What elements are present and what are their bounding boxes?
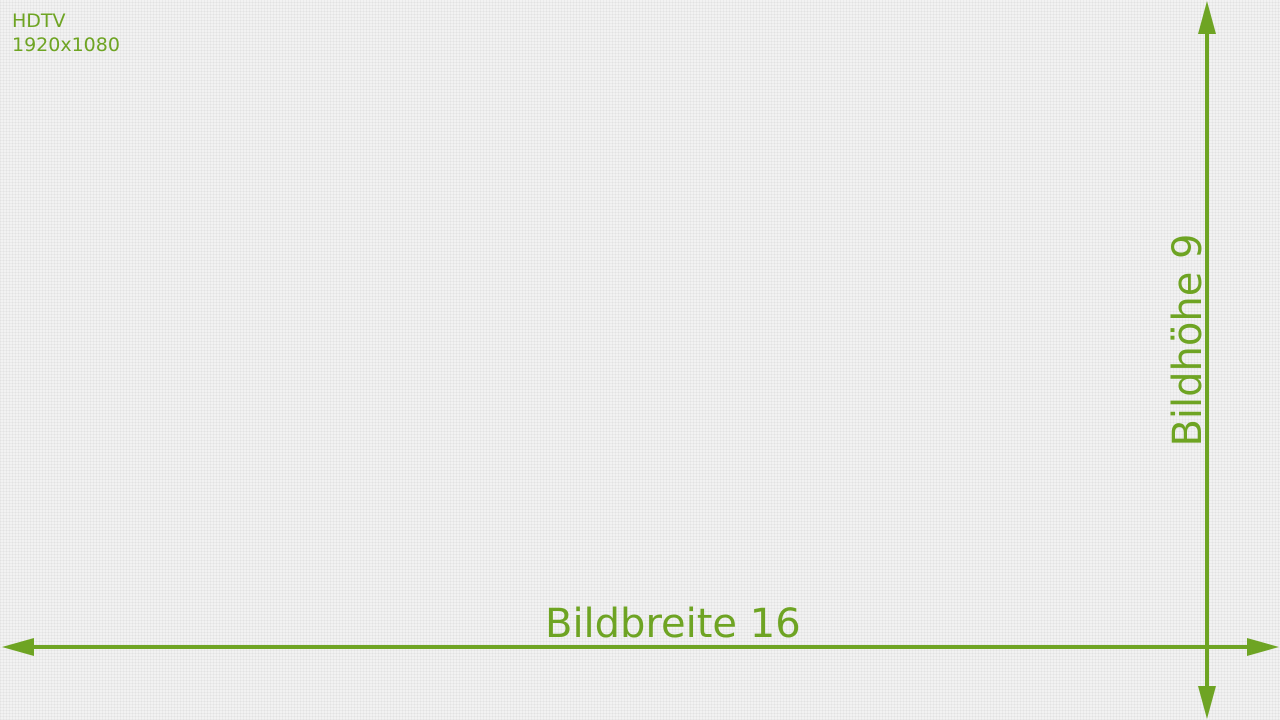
arrowhead-right-icon [1247,638,1279,656]
vertical-double-arrow-icon [1198,1,1216,719]
height-label: Bildhöhe 9 [1165,233,1211,447]
format-resolution: 1920x1080 [12,34,120,56]
arrowhead-down-icon [1198,686,1216,719]
arrowhead-up-icon [1198,1,1216,34]
arrowhead-left-icon [2,638,34,656]
format-info: HDTV 1920x1080 [12,9,120,57]
width-label: Bildbreite 16 [545,601,801,647]
format-name: HDTV [12,10,66,32]
horizontal-double-arrow-icon [2,638,1279,656]
